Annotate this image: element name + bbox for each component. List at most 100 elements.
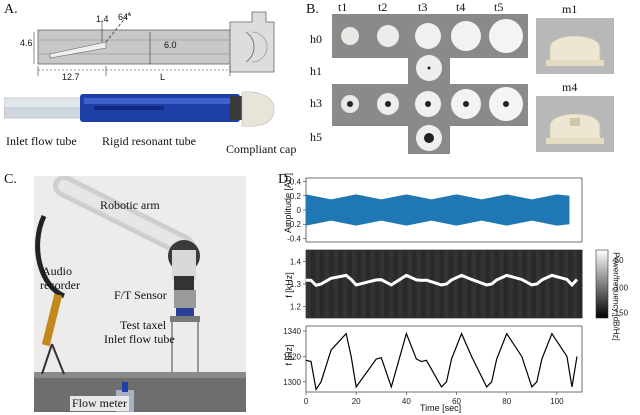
row-h1: h1	[310, 64, 322, 78]
col-t1: t1	[338, 0, 348, 14]
colorbar-label: Power/frequency [dB/Hz]	[611, 252, 621, 341]
spectrogram-cell	[398, 250, 404, 318]
chart-panel-d: 0.4 0.2 0 -0.2 -0.4 1.4 1.3 1.2 -50 -100 -150 1340 1…	[283, 178, 629, 406]
spectrogram-cell	[421, 250, 427, 318]
spectrogram-cell	[393, 250, 399, 318]
dim-4-6: 4.6	[20, 38, 33, 48]
caption-compliant-cap: Compliant cap	[226, 142, 297, 156]
spectrogram-cell	[554, 250, 560, 318]
frequency-xlabel: Time [sec]	[420, 403, 462, 413]
annot-test-taxel: Test taxel	[120, 318, 167, 332]
sample-m4-label: m4	[562, 80, 578, 94]
annot-recorder: recorder	[40, 278, 80, 292]
spectrogram-cell	[462, 250, 468, 318]
amplitude-ytick-label: 0	[297, 206, 302, 215]
frequency-ytick-label: 1300	[283, 378, 301, 387]
spectrogram-cell	[347, 250, 353, 318]
row-h5: h5	[310, 130, 322, 144]
frequency-xtick-label: 60	[452, 397, 461, 406]
spectrogram-cell	[545, 250, 551, 318]
dim-angle: 64°	[118, 12, 132, 22]
caption-inlet-flow-tube: Inlet flow tube	[6, 134, 77, 148]
annot-robotic-arm: Robotic arm	[100, 198, 160, 212]
spectrogram-cell	[425, 250, 431, 318]
amplitude-ylabel: Amplitude [AU]	[283, 172, 293, 234]
panel-d-label: D.	[278, 172, 292, 187]
spectrogram-cell	[329, 250, 335, 318]
spectrogram-cell	[306, 250, 312, 318]
annot-ft-sensor: F/T Sensor	[114, 288, 167, 302]
row-h3: h3	[310, 96, 322, 110]
frequency-ylabel: f [Hz]	[284, 344, 294, 366]
spectrogram-cell	[517, 250, 523, 318]
frequency-xtick-label: 20	[352, 397, 361, 406]
annot-audio: Audio	[42, 264, 72, 278]
spectrogram-cell	[577, 250, 583, 318]
spectrogram-ylabel: f [kHz]	[284, 272, 294, 298]
spectrogram-ytick-label: 1.4	[290, 257, 302, 266]
spectrogram-ridge	[305, 273, 579, 288]
colorbar-tick-label: -100	[612, 283, 629, 292]
spectrogram-cell	[522, 250, 528, 318]
frequency-ytick-label: 1340	[283, 327, 301, 336]
dim-6-0: 6.0	[164, 40, 177, 50]
frequency-xtick-label: 0	[304, 397, 309, 406]
spectrogram-cell	[379, 250, 385, 318]
col-t4: t4	[456, 0, 466, 14]
spectrogram-cell	[370, 250, 376, 318]
spectrogram-cell	[453, 250, 459, 318]
spectrogram-cell	[549, 250, 555, 318]
colorbar	[595, 249, 609, 319]
spectrogram-cell	[476, 250, 482, 318]
amplitude-ytick-label: -0.2	[287, 220, 301, 229]
amplitude-ytick-label: 0.2	[290, 192, 302, 201]
spectrogram-cell	[342, 250, 348, 318]
spectrogram-cell	[365, 250, 371, 318]
spectrogram-ytick-label: 1.2	[290, 303, 302, 312]
frequency-line	[305, 331, 578, 392]
annot-flow-meter: Flow meter	[70, 396, 129, 411]
amplitude-envelope	[306, 194, 570, 226]
spectrogram-cell	[494, 250, 500, 318]
spectrogram-cell	[333, 250, 339, 318]
spectrogram-cell	[572, 250, 578, 318]
row-h0: h0	[310, 32, 322, 46]
tube-schematic	[33, 11, 275, 76]
col-t2: t2	[378, 0, 388, 14]
colorbar-tick-label: -50	[612, 256, 624, 265]
spectrogram-cell	[416, 250, 422, 318]
spectrogram-cell	[375, 250, 381, 318]
sample-grid-photo	[332, 14, 528, 154]
spectrogram-cell	[467, 250, 473, 318]
tube-photo	[4, 91, 275, 127]
spectrogram-cell	[508, 250, 514, 318]
dim-12-7: 12.7	[62, 72, 80, 82]
spectrogram-cell	[430, 250, 436, 318]
spectrogram-cell	[407, 250, 413, 318]
panel-b-label: B.	[306, 2, 319, 17]
sample-m4-photo	[536, 96, 614, 152]
spectrogram-cell	[559, 250, 565, 318]
spectrogram-cell	[563, 250, 569, 318]
spectrogram-cell	[402, 250, 408, 318]
amplitude-ytick-label: -0.4	[287, 234, 301, 243]
col-t5: t5	[494, 0, 504, 14]
spectrogram-ytick-label: 1.3	[290, 280, 302, 289]
spectrogram-cell	[338, 250, 344, 318]
colorbar-tick-label: -150	[612, 309, 629, 318]
frequency-plot-frame	[305, 325, 583, 393]
frequency-ytick-label: 1320	[283, 352, 301, 361]
spectrogram-cell	[499, 250, 505, 318]
sample-m1-photo	[536, 18, 614, 74]
col-t3: t3	[418, 0, 428, 14]
spectrogram-cell	[503, 250, 509, 318]
caption-rigid-resonant-tube: Rigid resonant tube	[102, 134, 196, 148]
spectrogram-cell	[540, 250, 546, 318]
dim-1-4: 1.4	[96, 14, 109, 24]
frequency-xtick-label: 40	[402, 397, 411, 406]
annot-inlet-flow-tube: Inlet flow tube	[104, 332, 175, 346]
spectrogram-cell	[324, 250, 330, 318]
robot-setup-photo	[34, 176, 246, 412]
spectrogram-cell	[411, 250, 417, 318]
amplitude-ytick-label: 0.4	[290, 178, 302, 187]
